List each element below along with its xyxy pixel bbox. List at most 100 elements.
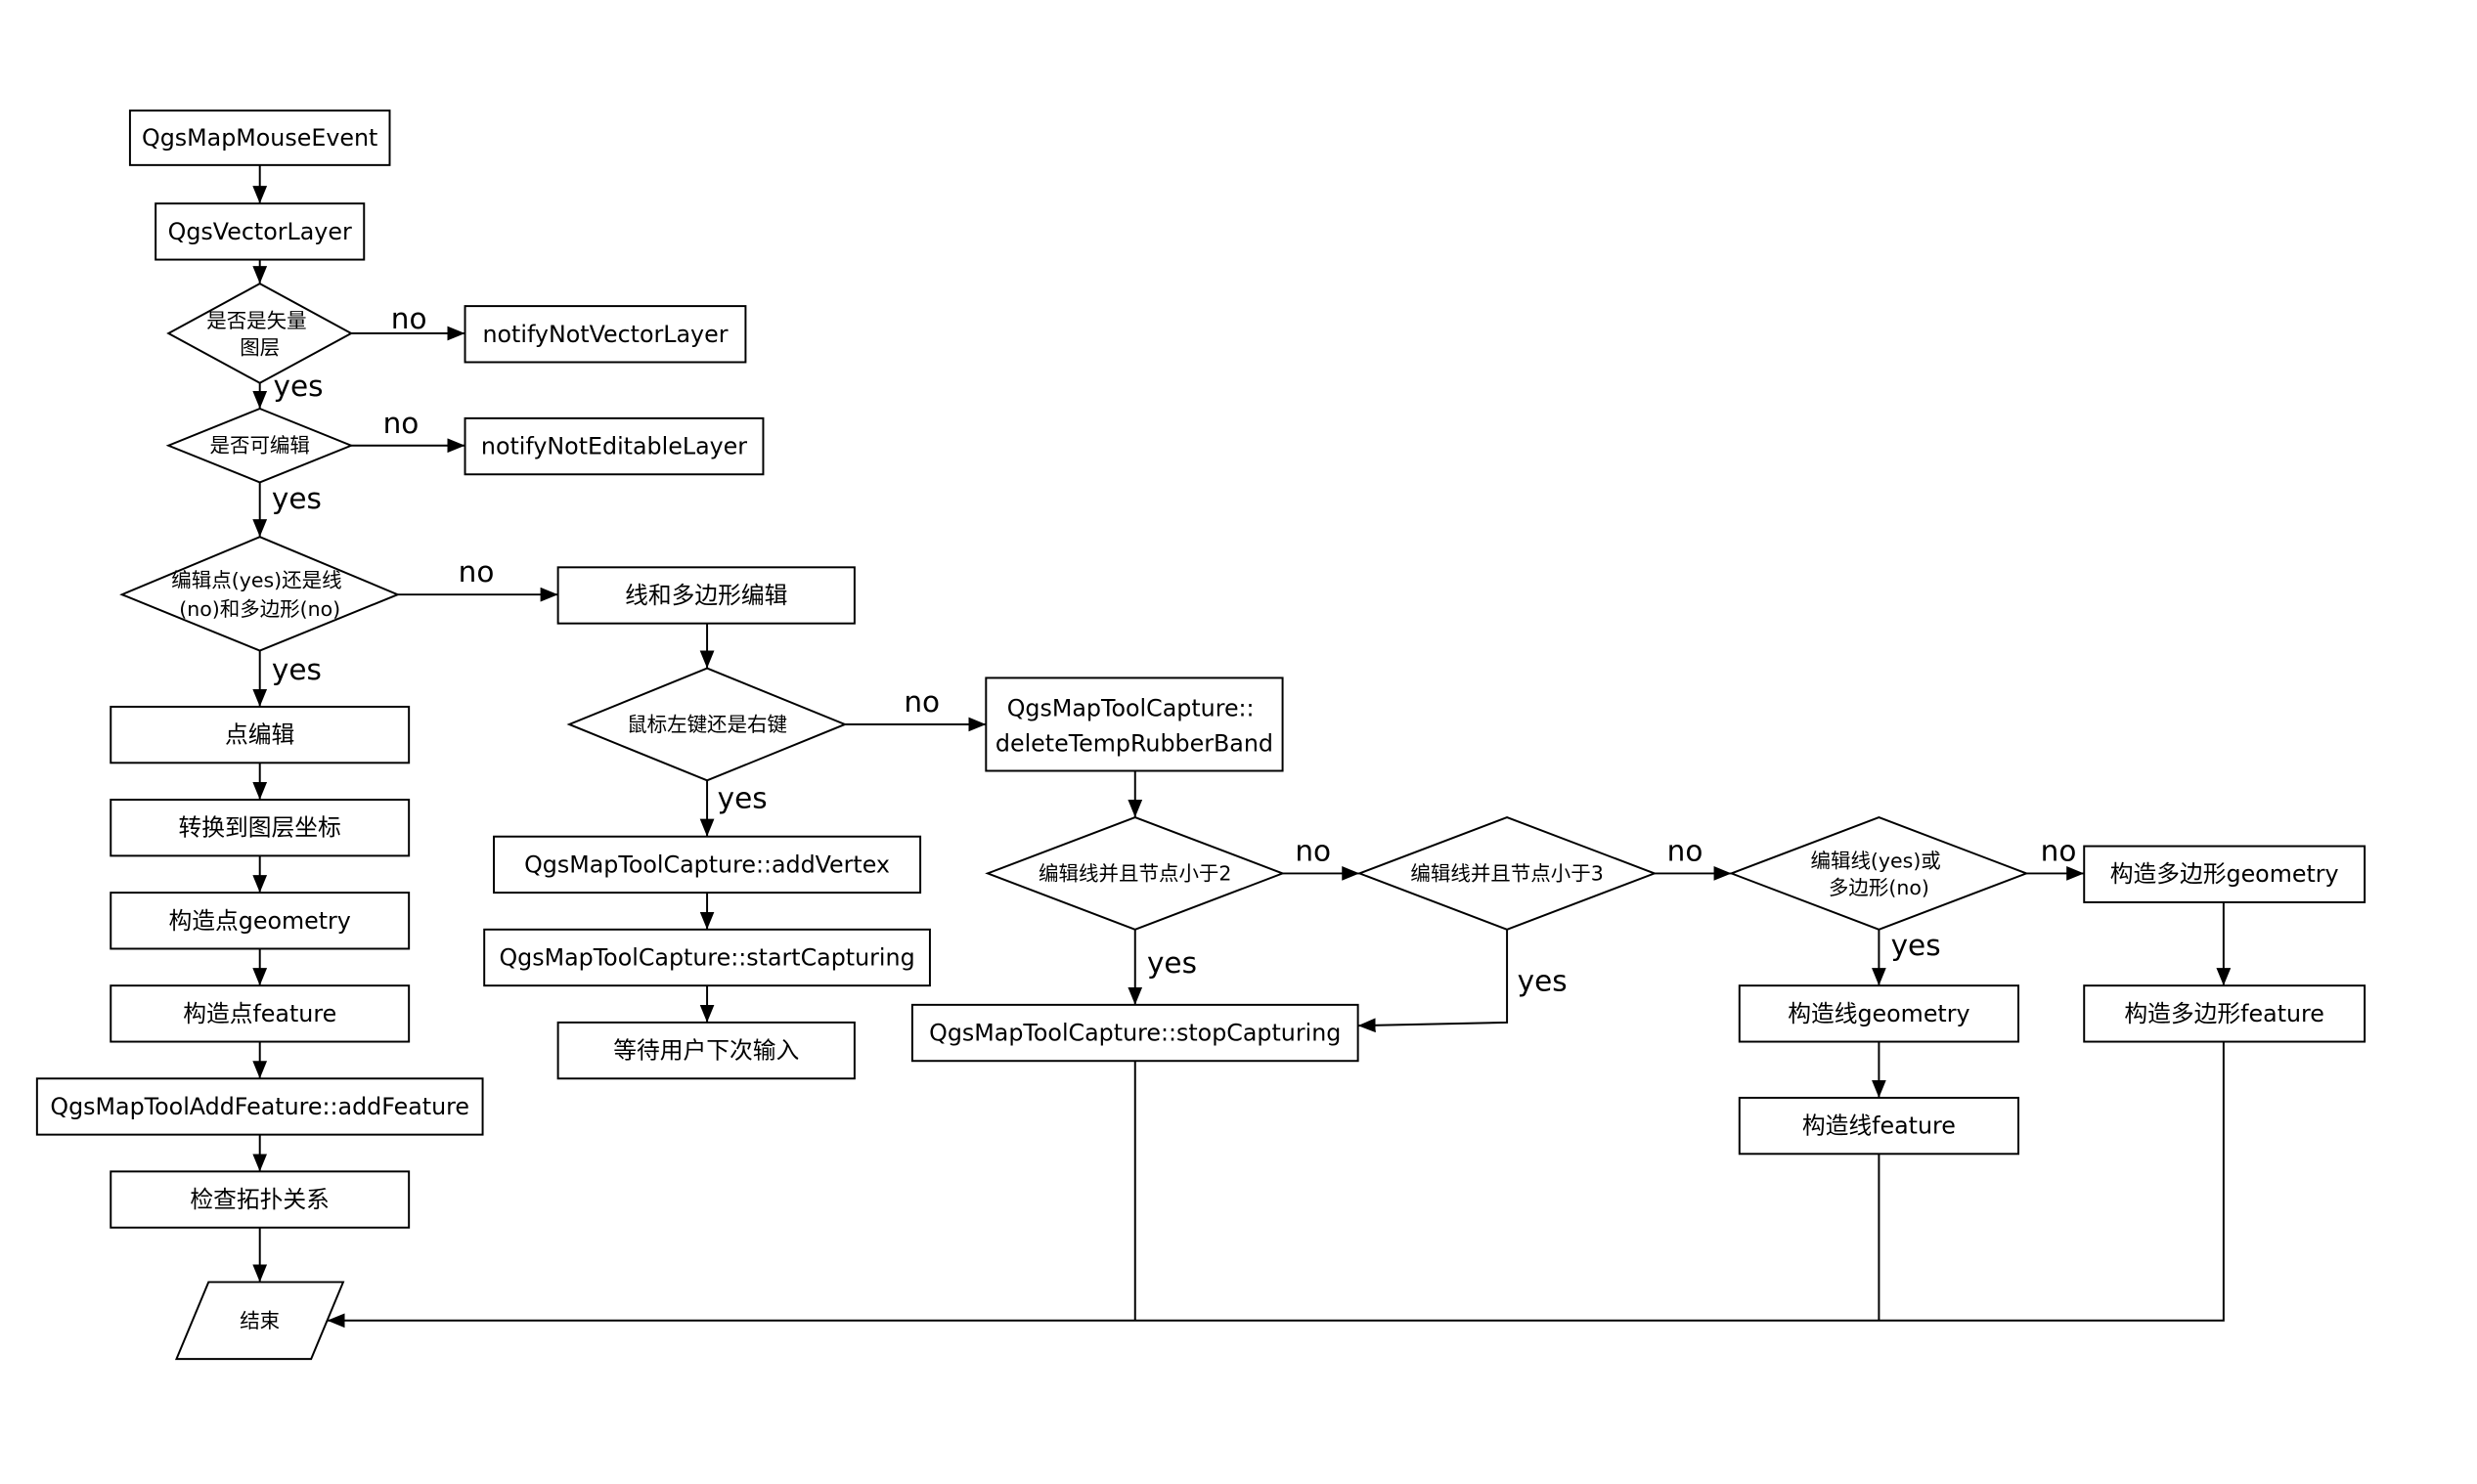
node-box bbox=[110, 892, 411, 950]
node-start-capturing: QgsMapToolCapture::startCapturing bbox=[483, 928, 931, 987]
node-box bbox=[464, 305, 747, 364]
node-line-geometry: 构造线geometry bbox=[1738, 984, 2020, 1043]
decision-line-nodes-lt3: 编辑线并且节点小于3 bbox=[1356, 815, 1658, 931]
decision-is-editable: 是否可编辑 bbox=[165, 407, 354, 484]
node-label-line1: QgsMapToolCapture:: bbox=[1007, 695, 1255, 722]
node-vector-layer: QgsVectorLayer bbox=[155, 202, 366, 261]
node-box bbox=[110, 1170, 411, 1229]
node-box bbox=[910, 1003, 1359, 1063]
decision-label-line2: 图层 bbox=[240, 336, 280, 360]
label-lt2-yes: yes bbox=[1147, 946, 1197, 980]
node-box bbox=[2083, 984, 2366, 1043]
decision-label: 鼠标左键还是右键 bbox=[627, 713, 787, 736]
node-label: QgsMapMouseEvent bbox=[142, 124, 377, 152]
edge-labels: no yes no yes no yes no yes no no no yes… bbox=[272, 302, 2076, 997]
decision-diamond bbox=[165, 407, 354, 484]
label-lt3-no: no bbox=[1667, 834, 1703, 867]
decision-label-line2: (no)和多边形(no) bbox=[179, 597, 340, 621]
label-lt2-no: no bbox=[1295, 834, 1331, 867]
edges bbox=[252, 164, 2232, 1329]
node-box bbox=[493, 835, 922, 895]
node-label: notifyNotEditableLayer bbox=[481, 433, 747, 460]
label-mouse-button-yes: yes bbox=[718, 781, 768, 814]
node-check-topology: 检查拓扑关系 bbox=[110, 1170, 411, 1229]
node-label: 结束 bbox=[240, 1309, 280, 1332]
node-box bbox=[985, 677, 1284, 772]
node-line-polygon-edit: 线和多边形编辑 bbox=[556, 566, 856, 625]
label-is-vector-yes: yes bbox=[274, 370, 324, 403]
label-is-editable-no: no bbox=[383, 407, 420, 440]
decision-edit-point-or-line: 编辑点(yes)还是线 (no)和多边形(no) bbox=[119, 536, 401, 652]
node-box bbox=[1738, 1096, 2020, 1156]
node-label: QgsMapToolCapture:: deleteTempRubberBand bbox=[995, 695, 1273, 758]
label-line-or-polygon-no: no bbox=[2041, 834, 2077, 867]
node-box bbox=[110, 799, 411, 857]
node-label: 构造线feature bbox=[1802, 1113, 1956, 1140]
decision-diamond bbox=[166, 283, 354, 384]
node-label: 构造多边形feature bbox=[2124, 1000, 2324, 1027]
node-label: QgsMapToolCapture::addVertex bbox=[524, 851, 890, 878]
node-label: 构造点geometry bbox=[169, 907, 351, 935]
node-label: QgsMapToolCapture::stopCapturing bbox=[929, 1020, 1341, 1047]
decision-label-line1: 是否是矢量 bbox=[206, 309, 306, 332]
decision-label-line2: 多边形(no) bbox=[1829, 876, 1929, 899]
node-label: notifyNotVectorLayer bbox=[482, 321, 728, 348]
node-wait-input: 等待用户下次输入 bbox=[556, 1021, 856, 1080]
node-label: 等待用户下次输入 bbox=[613, 1037, 799, 1065]
node-box bbox=[464, 416, 765, 476]
label-is-vector-no: no bbox=[391, 302, 427, 335]
node-box bbox=[110, 984, 411, 1043]
node-mouse-event: QgsMapMouseEvent bbox=[128, 109, 391, 166]
node-box bbox=[556, 566, 856, 625]
arrow-lt3-yes bbox=[1357, 929, 1509, 1033]
decision-mouse-button: 鼠标左键还是右键 bbox=[566, 667, 848, 782]
node-label: QgsVectorLayer bbox=[168, 218, 352, 245]
node-label: 构造线geometry bbox=[1788, 1000, 1969, 1027]
decision-label-line1: 编辑线(yes)或 bbox=[1810, 849, 1940, 872]
label-line-or-polygon-yes: yes bbox=[1891, 929, 1941, 962]
decision-label: 是否可编辑 bbox=[209, 434, 309, 458]
label-is-editable-yes: yes bbox=[272, 482, 322, 515]
label-lt3-yes: yes bbox=[1518, 964, 1568, 997]
node-add-vertex: QgsMapToolCapture::addVertex bbox=[493, 835, 922, 895]
decision-line-nodes-lt2: 编辑线并且节点小于2 bbox=[985, 815, 1286, 931]
node-box bbox=[128, 109, 391, 166]
node-box bbox=[1738, 984, 2020, 1043]
node-label: 转换到图层坐标 bbox=[179, 814, 341, 842]
node-box bbox=[110, 705, 411, 764]
node-label: QgsMapToolAddFeature::addFeature bbox=[50, 1093, 469, 1120]
node-box bbox=[556, 1021, 856, 1080]
decision-diamond bbox=[1356, 815, 1658, 931]
node-polygon-geometry: 构造多边形geometry bbox=[2083, 845, 2366, 903]
end-parallelogram bbox=[174, 1281, 345, 1361]
decision-diamond bbox=[985, 815, 1286, 931]
node-box bbox=[155, 202, 366, 261]
decision-is-vector-layer: 是否是矢量 图层 bbox=[166, 283, 354, 384]
node-box bbox=[483, 928, 931, 987]
node-add-feature: QgsMapToolAddFeature::addFeature bbox=[35, 1077, 484, 1136]
decision-label: 是否是矢量 图层 bbox=[206, 309, 313, 360]
decision-line-or-polygon: 编辑线(yes)或 多边形(no) bbox=[1728, 815, 2029, 931]
node-not-editable-layer: notifyNotEditableLayer bbox=[464, 416, 765, 476]
node-to-layer-coords: 转换到图层坐标 bbox=[110, 799, 411, 857]
node-box bbox=[2083, 845, 2366, 903]
node-end: 结束 bbox=[174, 1281, 345, 1361]
decision-label-line1: 编辑点(yes)还是线 bbox=[171, 568, 341, 591]
node-label-line2: deleteTempRubberBand bbox=[995, 730, 1273, 758]
node-label: 构造多边形geometry bbox=[2110, 860, 2339, 888]
decision-label: 编辑线(yes)或 多边形(no) bbox=[1810, 849, 1947, 899]
node-label: 构造点feature bbox=[183, 1000, 336, 1027]
node-stop-capturing: QgsMapToolCapture::stopCapturing bbox=[910, 1003, 1359, 1063]
label-mouse-button-no: no bbox=[904, 685, 940, 719]
decision-label: 编辑点(yes)还是线 (no)和多边形(no) bbox=[171, 568, 348, 621]
arrow-polygon-feature-to-end bbox=[327, 1041, 2225, 1329]
decision-label: 编辑线并且节点小于3 bbox=[1410, 861, 1603, 885]
node-point-feature: 构造点feature bbox=[110, 984, 411, 1043]
label-edit-point-yes: yes bbox=[272, 653, 322, 686]
node-line-feature: 构造线feature bbox=[1738, 1096, 2020, 1156]
node-delete-temp-rubber-band: QgsMapToolCapture:: deleteTempRubberBand bbox=[985, 677, 1284, 772]
node-label: 线和多边形编辑 bbox=[625, 582, 787, 609]
decision-label: 编辑线并且节点小于2 bbox=[1039, 861, 1231, 885]
node-point-geometry: 构造点geometry bbox=[110, 892, 411, 950]
